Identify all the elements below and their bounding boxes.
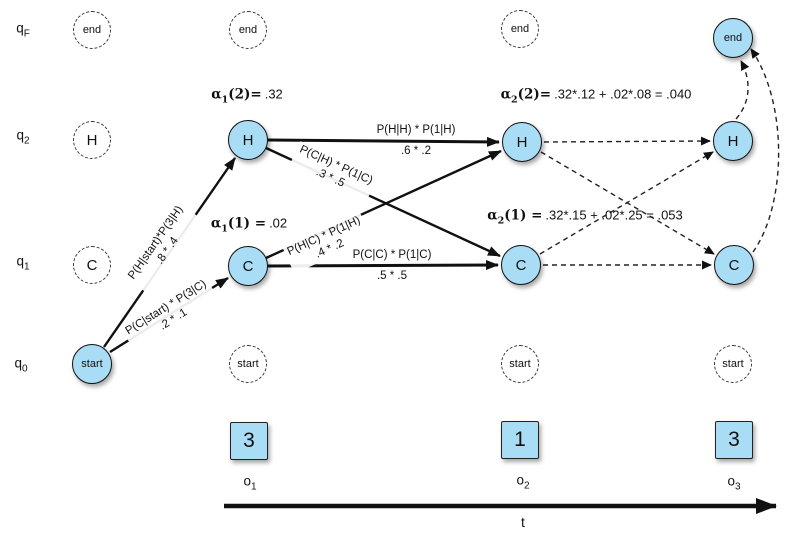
node-h-t1: H (228, 120, 268, 160)
observation-square-1: 3 (230, 422, 268, 460)
node-h-col0: H (73, 121, 111, 159)
node-start-col3: start (714, 345, 752, 383)
edge-c3-to-end (750, 48, 780, 253)
node-start-col0: start (72, 344, 112, 384)
node-end-col0: end (73, 11, 111, 49)
node-c-col0: C (73, 246, 111, 284)
observation-label-o3: o3 (727, 473, 741, 493)
node-c-t2: C (501, 245, 541, 285)
edge-c2-to-h3 (539, 151, 714, 255)
edge-h3-to-end (735, 60, 750, 120)
node-h-t3: H (713, 121, 753, 161)
node-end-col2: end (501, 10, 539, 48)
node-c-t3: C (714, 245, 754, 285)
alpha-2-1-label: α2(1) =.32*.15 + .02*.25 = .053 (487, 207, 683, 227)
alpha-1-1-label: α1(1) =.02 (210, 215, 288, 235)
node-start-col1: start (229, 345, 267, 383)
observation-square-3: 3 (715, 421, 753, 459)
node-end-final: end (713, 18, 753, 58)
node-c-t1: C (228, 246, 268, 286)
node-start-col2: start (501, 345, 539, 383)
observation-label-o1: o1 (243, 473, 257, 493)
alpha-1-2-label: α1(2)=.32 (211, 86, 283, 106)
edge-h1-to-h2 (267, 136, 500, 147)
node-end-col1: end (229, 11, 267, 49)
time-axis-label: t (521, 514, 525, 530)
edge-label-c-to-c: P(C|C) * P(1|C).5 * .5 (352, 249, 432, 282)
node-h-t2: H (502, 122, 542, 162)
row-label-q0: q0 (14, 355, 28, 375)
alpha-2-2-label: α2(2)=.32*.12 + .02*.08 = .040 (500, 86, 692, 106)
row-label-qF: qF (16, 20, 30, 40)
observation-square-2: 1 (501, 421, 539, 459)
edge-label-h-to-h: P(H|H) * P(1|H).6 * .2 (376, 124, 456, 157)
row-label-q1: q1 (16, 253, 30, 273)
row-label-q2: q2 (16, 127, 30, 147)
edge-h2-to-h3 (543, 136, 711, 146)
observation-label-o2: o2 (516, 472, 530, 492)
